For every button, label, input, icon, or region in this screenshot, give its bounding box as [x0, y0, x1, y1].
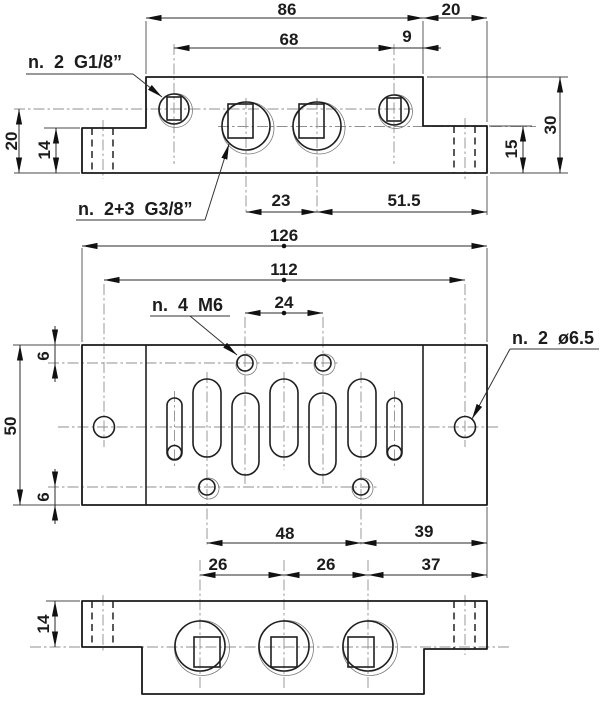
dim-15: 15 — [489, 125, 532, 173]
label-m6-text: n. 4 M6 — [152, 295, 223, 315]
label-mount-text: n. 2 ø6.5 — [512, 328, 594, 348]
dim-26-b-value: 26 — [317, 555, 336, 574]
dim-112-value: 112 — [270, 260, 297, 279]
mount-hole-right — [453, 415, 477, 439]
label-g38: n. 2+3 G3/8” — [76, 143, 230, 221]
dim-6-top: 6 — [34, 326, 59, 382]
front-view: 86 20 68 9 20 14 — [2, 0, 568, 221]
dim-9-value: 9 — [402, 27, 411, 46]
label-m6: n. 4 M6 — [150, 295, 238, 356]
dim-14-front: 14 — [35, 127, 80, 173]
dim-26-a: 26 — [200, 555, 284, 579]
m6-holes — [197, 353, 374, 500]
dim-86: 86 — [145, 0, 424, 74]
bottom-view: 14 — [30, 560, 510, 695]
plan-outline — [81, 344, 488, 506]
dim-51-5-value: 51.5 — [387, 191, 420, 210]
dim-14-bottom: 14 — [34, 600, 80, 647]
dim-86-value: 86 — [278, 0, 297, 19]
dim-14-front-value: 14 — [35, 140, 54, 159]
dim-20-left-value: 20 — [2, 132, 21, 151]
port-g18-right — [378, 94, 413, 129]
label-g18-text: n. 2 G1/8” — [28, 52, 122, 72]
dim-48-value: 48 — [276, 524, 295, 543]
front-outline — [81, 76, 488, 174]
dim-37-value: 37 — [422, 555, 441, 574]
bottom-port-3 — [342, 620, 398, 676]
label-mount: n. 2 ø6.5 — [471, 328, 599, 420]
dim-6-bottom-value: 6 — [34, 492, 53, 501]
dim-126: 126 — [81, 226, 488, 342]
port-g18-left — [158, 93, 193, 128]
dim-112: 112 — [104, 260, 465, 284]
port-g38-left — [221, 101, 275, 155]
dim-26-a-value: 26 — [209, 555, 228, 574]
dim-20-top: 20 — [423, 0, 488, 122]
dim-39: 39 — [361, 507, 488, 578]
dim-51-5: 51.5 — [317, 176, 488, 216]
valve-slots — [166, 378, 403, 476]
label-g18: n. 2 G1/8” — [26, 52, 163, 98]
dim-20-top-value: 20 — [442, 0, 461, 19]
dim-30: 30 — [427, 76, 568, 174]
front-centerlines — [14, 44, 536, 214]
dim-68: 68 — [174, 30, 394, 52]
dim-15-value: 15 — [502, 140, 521, 159]
dim-6-bottom: 6 — [34, 469, 59, 524]
dim-39-value: 39 — [415, 522, 434, 541]
dim-24: 24 — [245, 293, 323, 317]
bottom-hidden-lines — [91, 601, 476, 649]
front-hidden-lines — [91, 126, 476, 173]
dim-48: 48 — [207, 524, 361, 547]
dim-68-value: 68 — [280, 30, 299, 49]
dim-37: 37 — [368, 555, 487, 579]
dim-50-value: 50 — [1, 417, 20, 436]
port-g38-right — [292, 101, 346, 155]
mount-hole-left — [92, 415, 116, 439]
dim-26-b: 26 — [284, 555, 368, 579]
dim-30-value: 30 — [541, 116, 560, 135]
dim-50: 50 — [1, 344, 80, 506]
dim-24-value: 24 — [275, 293, 294, 312]
plan-view: 126 112 24 6 50 6 — [1, 226, 599, 579]
bottom-outline — [81, 600, 488, 695]
dim-23: 23 — [246, 191, 317, 216]
dim-6-top-value: 6 — [34, 351, 53, 360]
label-g38-text: n. 2+3 G3/8” — [78, 199, 193, 219]
dim-14-bottom-value: 14 — [34, 614, 53, 633]
dim-9: 9 — [376, 27, 441, 52]
dim-126-value: 126 — [270, 226, 298, 245]
dim-23-value: 23 — [272, 191, 291, 210]
bottom-port-1 — [174, 620, 230, 676]
dim-20-left: 20 — [2, 109, 80, 174]
bottom-port-2 — [258, 620, 314, 676]
